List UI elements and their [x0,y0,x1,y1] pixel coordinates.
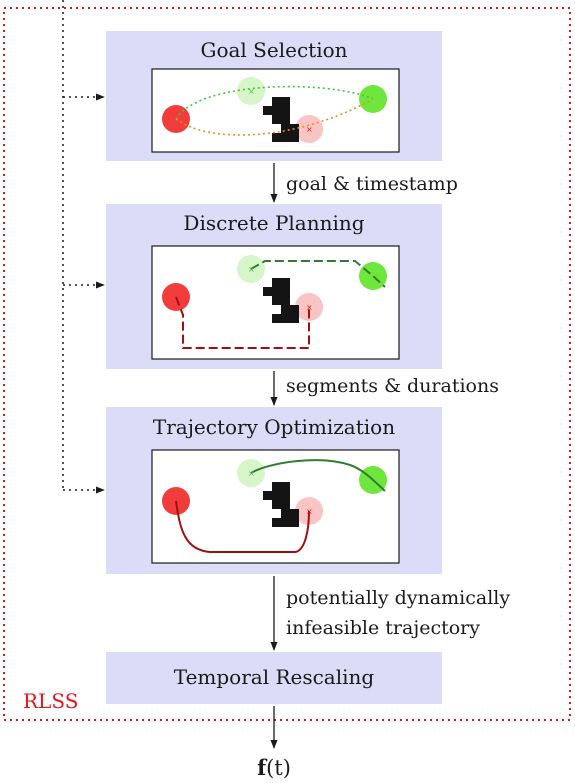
start-ghost-robot [295,115,323,143]
green-dotted-arc [175,85,374,120]
obstacle [263,278,299,323]
svg-text:×: × [306,507,313,516]
scene-trajectory-optimization: × × [151,449,400,564]
svg-text:×: × [248,87,255,96]
red-smooth-trajectory [175,500,310,553]
edge-label-line-2: infeasible trajectory [286,617,480,639]
orange-dotted-arc [175,98,374,136]
green-smooth-trajectory [250,459,386,492]
start-ghost-robot [295,293,323,321]
goal-ghost-robot [237,77,265,105]
stage-title-temporal-rescaling: Temporal Rescaling [174,665,375,689]
stage-temporal-rescaling [106,652,442,704]
feedback-lines [62,0,105,494]
edge-label-segments-durations: segments & durations [286,375,499,397]
svg-text:×: × [306,303,313,312]
output-bold: f [257,755,268,780]
edge-label-goal-timestamp: goal & timestamp [286,173,458,195]
scene-discrete-planning: × × [151,245,400,360]
stage-title-goal-selection: Goal Selection [200,38,347,62]
stage-title-discrete-planning: Discrete Planning [183,211,364,235]
rlss-boundary [3,7,571,721]
svg-text:×: × [306,125,313,134]
green-dashed-path [250,260,386,288]
scene-goal-selection: × × [151,68,400,153]
svg-text:×: × [248,265,255,274]
stage-title-trajectory-optimization: Trajectory Optimization [153,415,395,439]
rlss-label: RLSS [23,689,78,713]
edge-label-line-1: potentially dynamically [286,587,510,609]
obstacle [263,97,299,142]
output-label: f(t) [257,755,291,780]
svg-text:×: × [248,469,255,478]
output-rest: (t) [266,756,291,780]
red-dashed-path [175,296,310,349]
obstacle [263,482,299,527]
